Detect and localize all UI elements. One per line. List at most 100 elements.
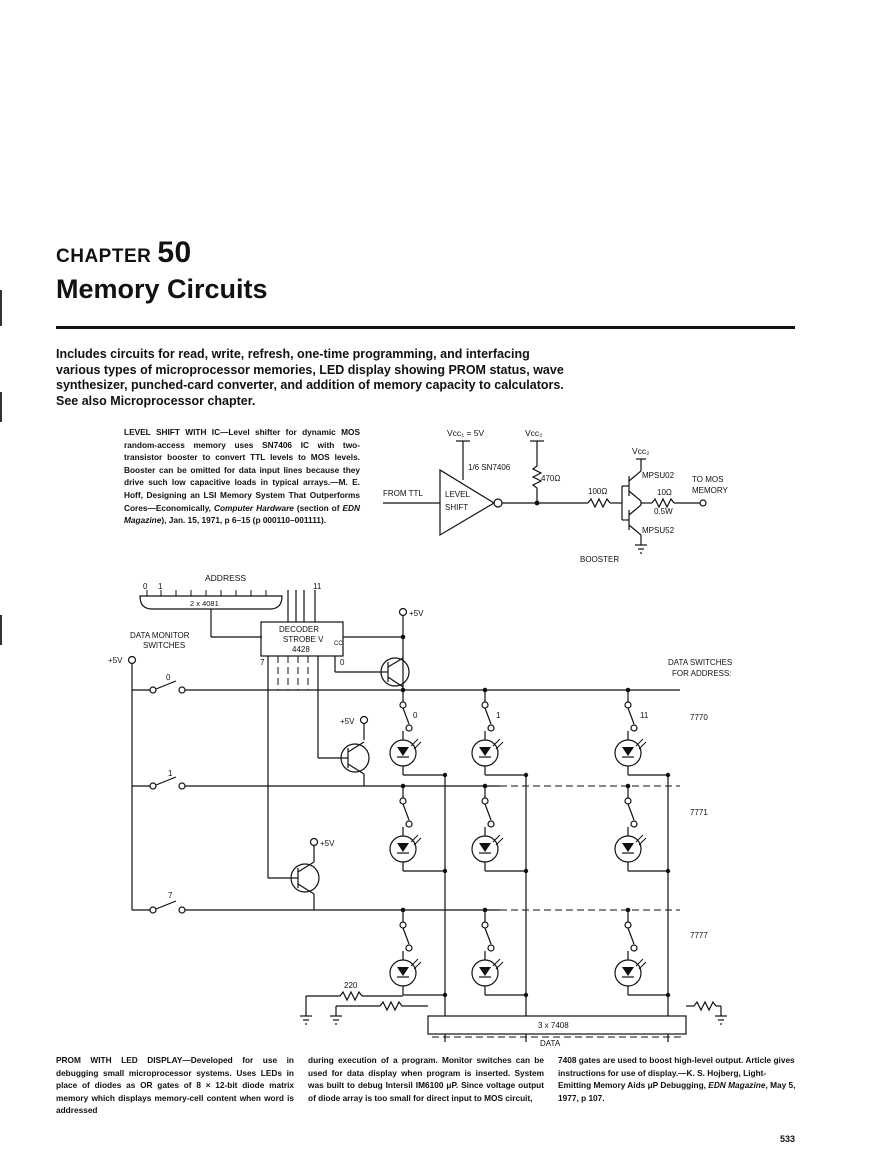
output-terminal <box>699 499 707 507</box>
switch-1-label: 1 <box>168 769 173 778</box>
data-switch-terminal <box>624 797 632 805</box>
transistor-collector <box>347 741 365 753</box>
light-arrow <box>638 837 647 846</box>
vcc-left-label: +5V <box>108 656 123 665</box>
data-switch-blade <box>402 803 410 821</box>
light-arrow <box>492 738 501 747</box>
decoder-label: DECODER <box>279 625 319 634</box>
decoder-chip <box>260 621 344 657</box>
pin-7-label: 7 <box>260 658 265 667</box>
transistor-collector <box>387 657 404 668</box>
q1-label: MPSU02 <box>642 471 675 480</box>
data-switch-terminal <box>399 701 407 709</box>
data-switches-label-2: FOR ADDRESS: <box>672 669 732 678</box>
led-matrix <box>389 687 671 998</box>
prom-chip <box>139 595 283 610</box>
monitor-switch-0 <box>178 686 186 694</box>
decoder-part-label: 4428 <box>292 645 310 654</box>
data-switch-blade <box>402 927 410 945</box>
monitor-switch-7 <box>155 900 177 910</box>
addr-bit-0: 0 <box>143 582 148 591</box>
q2-collector <box>628 524 642 536</box>
pin-0-label: 0 <box>340 658 345 667</box>
data-switch-terminal <box>405 944 413 952</box>
light-arrow <box>410 738 419 747</box>
data-switch-terminal <box>487 820 495 828</box>
level-text: LEVEL <box>445 490 470 499</box>
column-1-label: 1 <box>496 711 501 720</box>
chapter-intro: Includes circuits for read, write, refre… <box>56 347 564 408</box>
vcc-row1-label: +5V <box>340 717 355 726</box>
caption-text: ), Jan. 15, 1971, p 6–15 (p 000110–00111… <box>161 515 327 526</box>
address-7770: 7770 <box>690 713 708 722</box>
light-arrow <box>638 961 647 970</box>
light-arrow <box>413 961 422 970</box>
led-icon <box>622 747 634 756</box>
margin-mark <box>0 615 2 645</box>
monitor-switch-0 <box>149 686 157 694</box>
light-arrow <box>410 958 419 967</box>
caption-text: (section of <box>293 502 343 513</box>
data-switch-terminal <box>405 724 413 732</box>
caption-lead: LEVEL SHIFT WITH IC <box>124 427 221 437</box>
chapter-label-text: CHAPTER <box>56 246 152 267</box>
ic-label: 1/6 SN7406 <box>468 463 511 472</box>
vcc2-booster-label: Vᴄᴄ₂ <box>632 446 649 456</box>
monitor-label: DATA MONITOR <box>130 631 190 640</box>
data-switch-terminal <box>399 921 407 929</box>
caption-level-shift: LEVEL SHIFT WITH IC—Level shifter for dy… <box>124 426 360 527</box>
data-switch-terminal <box>630 944 638 952</box>
data-switch-terminal <box>481 797 489 805</box>
caption-text: , May 5, 1977, p 107. <box>558 1080 796 1103</box>
light-arrow <box>635 834 644 843</box>
resistor <box>693 1000 717 1012</box>
q1-emitter <box>628 490 642 502</box>
resistor-220 <box>339 990 363 1002</box>
junction-dot <box>400 634 406 640</box>
address-ticks <box>146 590 267 596</box>
monitor-switch-0 <box>155 680 177 690</box>
vcc-terminal <box>309 837 319 847</box>
caption-text: —Level shifter for dynamic MOS random-ac… <box>124 427 360 513</box>
monitor-label-2: SWITCHES <box>143 641 185 650</box>
to-memory-label: MEMORY <box>692 486 729 495</box>
q1-collector <box>628 470 642 482</box>
data-label: DATA <box>540 1039 561 1048</box>
led-icon <box>479 747 491 756</box>
chapter-title: Memory Circuits <box>56 274 268 304</box>
r470-label: 470Ω <box>541 474 560 483</box>
data-switch-terminal <box>630 724 638 732</box>
data-switch-terminal <box>630 820 638 828</box>
from-ttl-label: FROM TTL <box>383 489 423 498</box>
data-switch-blade <box>627 803 635 821</box>
resistor <box>379 1000 403 1012</box>
address-7771: 7771 <box>690 808 708 817</box>
led-icon <box>397 967 409 976</box>
chapter-number: 50 <box>157 236 192 269</box>
monitor-switch-1 <box>149 782 157 790</box>
caption-prom-col1: PROM WITH LED DISPLAY—Developed for use … <box>56 1054 294 1117</box>
caption-prom-col3: 7408 gates are used to boost high-level … <box>558 1054 796 1104</box>
led-icon <box>479 843 491 852</box>
monitor-switch-1 <box>155 776 177 786</box>
light-arrow <box>410 834 419 843</box>
caption-italic: Computer Hardware <box>213 502 294 513</box>
addr-bit-1: 1 <box>158 582 163 591</box>
address-7777: 7777 <box>690 931 708 940</box>
caption-italic: EDN Magazine <box>708 1080 766 1091</box>
transistor-collector <box>297 861 315 873</box>
page-number: 533 <box>780 1134 796 1144</box>
q2-label: MPSU52 <box>642 526 675 535</box>
shift-text: SHIFT <box>445 503 468 512</box>
strobe-sub-label: CC <box>334 641 343 647</box>
addr-bit-11: 11 <box>313 582 322 591</box>
led-icon <box>397 747 409 756</box>
vcc-terminal <box>398 607 408 617</box>
vcc-label: +5V <box>409 609 424 618</box>
address-label: ADDRESS <box>205 573 246 583</box>
vcc2-label: Vᴄᴄ₂ <box>525 428 542 438</box>
monitor-switch-7 <box>178 906 186 914</box>
light-arrow <box>492 834 501 843</box>
